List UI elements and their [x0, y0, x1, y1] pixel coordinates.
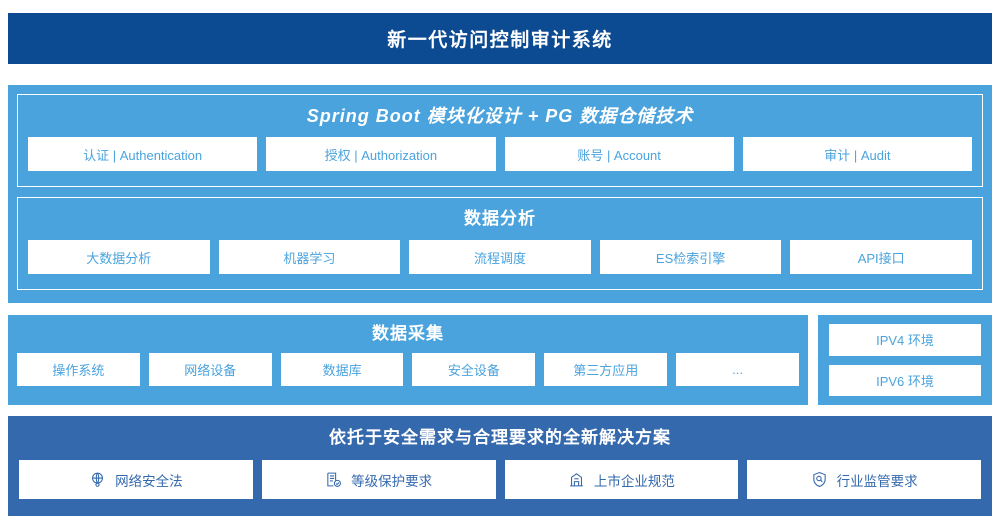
- compliance-chip-cybersecurity-law[interactable]: 网络安全法: [19, 460, 253, 499]
- environment-chip-column: IPV4 环境 IPV6 环境: [829, 324, 981, 396]
- compliance-label: 等级保护要求: [351, 473, 433, 489]
- compliance-panel: 依托于安全需求与合理要求的全新解决方案 网络安全法: [8, 416, 992, 516]
- page-title: 新一代访问控制审计系统: [387, 30, 613, 51]
- compliance-label: 行业监管要求: [836, 473, 918, 489]
- analysis-chip-es-search[interactable]: ES检索引擎: [599, 240, 782, 274]
- environment-panel: IPV4 环境 IPV6 环境: [818, 315, 992, 405]
- platform-stack-panel: Spring Boot 模块化设计 + PG 数据仓储技术 认证 | Authe…: [8, 85, 992, 303]
- compliance-chip-industry-regulation[interactable]: 行业监管要求: [747, 460, 981, 499]
- collection-chip-operating-system[interactable]: 操作系统: [17, 353, 140, 386]
- collection-chip-security-device[interactable]: 安全设备: [412, 353, 536, 386]
- compliance-label: 上市企业规范: [593, 473, 675, 489]
- platform-chip-row: 认证 | Authentication 授权 | Authorization 账…: [28, 137, 972, 171]
- collection-chip-network-device[interactable]: 网络设备: [148, 353, 272, 386]
- collection-chip-database[interactable]: 数据库: [280, 353, 404, 386]
- analysis-chip-row: 大数据分析 机器学习 流程调度 ES检索引擎 API接口: [28, 240, 972, 274]
- platform-chip-audit[interactable]: 审计 | Audit: [742, 137, 972, 171]
- platform-chip-authorization[interactable]: 授权 | Authorization: [266, 137, 496, 171]
- compliance-chip-listed-enterprise[interactable]: 上市企业规范: [504, 460, 739, 499]
- document-check-icon: [325, 471, 342, 488]
- compliance-chip-row: 网络安全法 等级保护要求: [19, 460, 981, 499]
- bank-building-icon: [568, 471, 585, 488]
- collection-chip-row: 操作系统 网络设备 数据库 安全设备 第三方应用 ...: [17, 353, 799, 386]
- analysis-chip-big-data[interactable]: 大数据分析: [28, 240, 210, 274]
- collection-chip-more[interactable]: ...: [676, 353, 799, 386]
- platform-chip-account[interactable]: 账号 | Account: [504, 137, 734, 171]
- analysis-group: 数据分析 大数据分析 机器学习 流程调度 ES检索引擎 API接口: [17, 197, 983, 290]
- collection-group-title: 数据采集: [372, 324, 444, 343]
- platform-group: Spring Boot 模块化设计 + PG 数据仓储技术 认证 | Authe…: [17, 94, 983, 187]
- shield-search-icon: [811, 471, 828, 488]
- compliance-label: 网络安全法: [115, 473, 183, 489]
- compliance-chip-grade-protection[interactable]: 等级保护要求: [261, 460, 496, 499]
- environment-chip-ipv4[interactable]: IPV4 环境: [829, 324, 981, 356]
- platform-chip-authentication[interactable]: 认证 | Authentication: [28, 137, 258, 171]
- analysis-chip-api[interactable]: API接口: [790, 240, 972, 274]
- compliance-group-title: 依托于安全需求与合理要求的全新解决方案: [329, 428, 671, 447]
- environment-chip-ipv6[interactable]: IPV6 环境: [829, 364, 981, 396]
- globe-network-icon: [89, 471, 106, 488]
- analysis-group-title: 数据分析: [464, 209, 536, 228]
- analysis-chip-machine-learning[interactable]: 机器学习: [218, 240, 401, 274]
- data-collection-panel: 数据采集 操作系统 网络设备 数据库 安全设备 第三方应用 ...: [8, 315, 808, 405]
- collection-chip-third-party-app[interactable]: 第三方应用: [544, 353, 668, 386]
- platform-group-title: Spring Boot 模块化设计 + PG 数据仓储技术: [306, 106, 694, 126]
- header-bar: 新一代访问控制审计系统: [8, 13, 992, 64]
- analysis-chip-process-scheduling[interactable]: 流程调度: [409, 240, 591, 274]
